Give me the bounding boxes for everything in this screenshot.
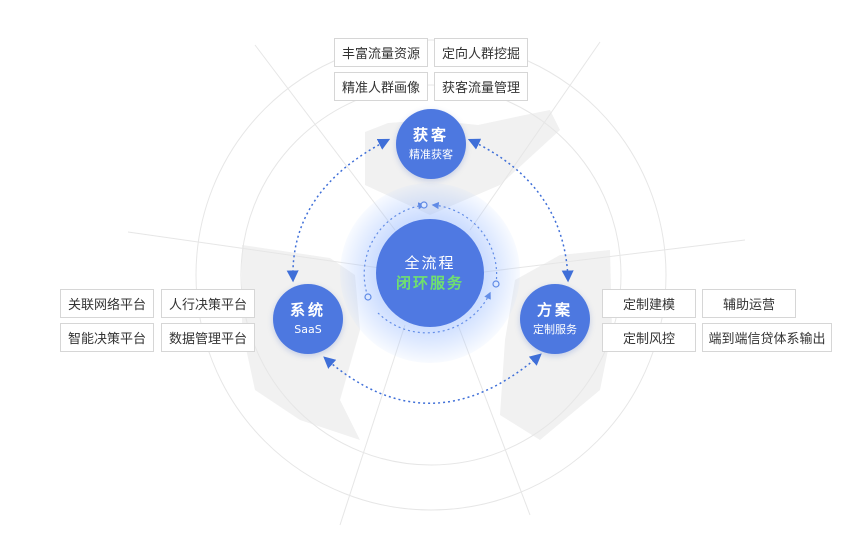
tag-solution-3: 定制风控	[602, 323, 696, 352]
tag-system-3: 智能决策平台	[60, 323, 154, 352]
tag-solution-1: 定制建模	[602, 289, 696, 318]
node-solution: 方案 定制服务	[520, 284, 590, 354]
tag-solution-4: 端到端信贷体系输出	[702, 323, 832, 352]
tag-system-1: 关联网络平台	[60, 289, 154, 318]
tag-system-2: 人行决策平台	[161, 289, 255, 318]
tag-acquire-2: 定向人群挖掘	[434, 38, 528, 67]
tag-acquire-1: 丰富流量资源	[334, 38, 428, 67]
node-system: 系统 SaaS	[273, 284, 343, 354]
node-solution-subtitle: 定制服务	[533, 322, 577, 336]
node-system-title: 系统	[289, 300, 326, 319]
node-system-subtitle: SaaS	[294, 322, 322, 336]
tag-acquire-4: 获客流量管理	[434, 72, 528, 101]
node-acquire-title: 获客	[412, 125, 449, 144]
arrow-acquire-system	[286, 138, 391, 283]
center-title: 全流程	[404, 254, 456, 272]
tag-acquire-3: 精准人群画像	[334, 72, 428, 101]
tag-system-4: 数据管理平台	[161, 323, 255, 352]
node-acquire: 获客 精准获客	[396, 109, 466, 179]
center-node: 全流程 闭环服务	[376, 219, 484, 327]
center-subtitle: 闭环服务	[395, 274, 464, 292]
node-acquire-subtitle: 精准获客	[409, 147, 453, 161]
tag-solution-2: 辅助运营	[702, 289, 796, 318]
node-solution-title: 方案	[536, 300, 573, 319]
outer-arrows	[286, 138, 574, 404]
